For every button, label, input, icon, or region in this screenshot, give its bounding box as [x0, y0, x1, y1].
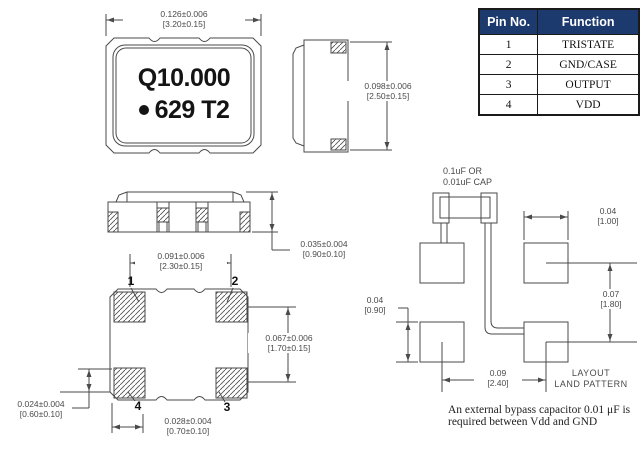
trace-right-outer [484, 223, 524, 335]
lp-dim-pad-size-x: 0.04 [1.00] [584, 206, 632, 226]
front-view [107, 191, 251, 233]
trace-right-inner [490, 223, 524, 329]
lp-dim-pad-size-y-lines [388, 307, 418, 363]
pad-3 [215, 367, 248, 399]
lp-dim-pitch-y: 0.07 [1.80] [587, 289, 635, 309]
table-row: 1 TRISTATE [478, 34, 640, 55]
pin-3-label: 3 [223, 400, 231, 414]
cap-body [439, 196, 491, 219]
dim-pad-width-lines [111, 403, 144, 433]
land-pattern [419, 192, 569, 363]
col-header-pin-no: Pin No. [478, 8, 539, 35]
dim-pad-offset-lines [60, 368, 112, 409]
dim-base-thickness: 0.035±0.004 [0.90±0.10] [291, 239, 357, 259]
side-view [292, 39, 349, 153]
land-pad-top-left [419, 242, 465, 284]
top-view-outline [105, 37, 262, 154]
pin-1-label: 1 [127, 274, 135, 288]
marking-date-code: 629 T2 [154, 96, 230, 124]
bypass-capacitor-note: An external bypass capacitor 0.01 μF is … [448, 404, 631, 428]
pin-leader-lines [127, 287, 234, 403]
pin-function-table: Pin No. Function 1 TRISTATE 2 GND/CASE 3… [478, 8, 640, 116]
lp-dim-pad-size-y: 0.04 [0.90] [352, 295, 398, 315]
pad-1 [113, 291, 146, 323]
pad-2 [215, 291, 248, 323]
pad-4 [113, 367, 146, 399]
dim-pad-pitch-x: 0.091±0.006 [2.30±0.15] [135, 251, 227, 271]
package-marking: Q10.000 629 T2 [119, 62, 249, 126]
pin-4-label: 4 [134, 399, 142, 413]
pin-2-label: 2 [231, 274, 239, 288]
dim-body-width: 0.126±0.006 [3.20±0.15] [123, 9, 245, 29]
lp-dim-pad-size-x-lines [523, 211, 569, 240]
layout-land-pattern-caption: LAYOUT LAND PATTERN [554, 368, 628, 389]
table-row: 3 OUTPUT [478, 74, 640, 95]
trace-left [440, 223, 448, 243]
dim-base-thickness-lines [246, 191, 290, 251]
bottom-view-outline [109, 287, 249, 403]
table-row: 4 VDD [478, 94, 640, 116]
dim-pad-pitch-y: 0.067±0.006 [1.70±0.15] [248, 333, 330, 353]
table-header-row: Pin No. Function [478, 8, 640, 35]
dim-pad-offset: 0.024±0.004 [0.60±0.10] [10, 399, 72, 419]
marking-frequency: Q10.000 [137, 64, 231, 92]
table-row: 2 GND/CASE [478, 54, 640, 75]
cap-terminal-right [480, 192, 498, 224]
dim-body-height: 0.098±0.006 [2.50±0.15] [347, 81, 429, 101]
bypass-cap-label: 0.1uF OR 0.01uF CAP [443, 166, 493, 187]
col-header-function: Function [537, 8, 640, 35]
dim-pad-width: 0.028±0.004 [0.70±0.10] [152, 416, 224, 436]
pin1-dot-marking [138, 105, 149, 115]
lp-dim-pitch-x: 0.09 [2.40] [474, 368, 522, 388]
